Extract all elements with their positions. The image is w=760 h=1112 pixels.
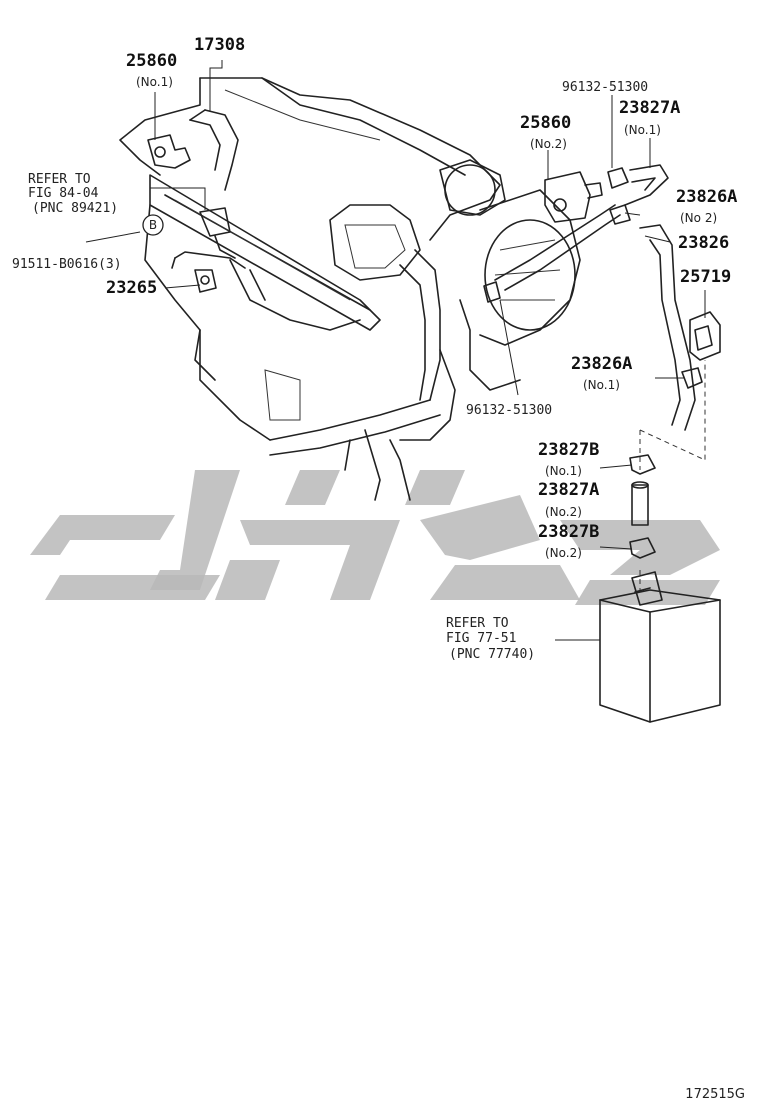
part-number: 91511-B0616(3) <box>12 257 122 272</box>
watermark-logo <box>30 470 720 605</box>
part-number: 25860 <box>520 113 571 133</box>
part-sub: (No.1) <box>624 123 661 137</box>
label-23826A-no2: 23826A (No 2) <box>676 187 737 225</box>
part-number: 23827A <box>619 98 680 118</box>
label-96132-mid: 96132-51300 <box>466 403 552 418</box>
sensor-23265 <box>194 269 217 293</box>
engine-assembly <box>119 77 621 501</box>
label-25719: 25719 <box>680 267 731 287</box>
label-91511: 91511-B0616(3) <box>12 257 122 272</box>
label-23826: 23826 <box>678 233 729 253</box>
label-refer-89421: REFER TO FIG 84-04 (PNC 89421) <box>28 172 118 216</box>
part-number: 23826A <box>571 354 632 374</box>
part-number: 23827B <box>538 522 599 542</box>
label-23827B-no2: 23827B (No.2) <box>538 522 599 560</box>
part-sub: (No.2) <box>545 546 582 560</box>
part-number: 17308 <box>194 35 245 55</box>
part-number: 23265 <box>106 278 157 298</box>
part-sub: (No.1) <box>583 378 620 392</box>
label-23826A-no1: 23826A (No.1) <box>571 354 632 392</box>
ref-line2: FIG 77-51 <box>446 631 516 646</box>
badge-b: B <box>142 214 164 236</box>
ref-line3: (PNC 77740) <box>449 647 535 662</box>
part-sub: (No.2) <box>545 505 582 519</box>
ref-line1: REFER TO <box>446 616 509 631</box>
clamp-96132-mid <box>483 281 501 303</box>
part-number: 25860 <box>126 51 177 71</box>
part-number: 23826 <box>678 233 729 253</box>
part-sub: (No.2) <box>530 137 567 151</box>
label-23827B-no1: 23827B (No.1) <box>538 440 599 478</box>
dashed-guide <box>639 360 706 590</box>
clamp-23827B-no2 <box>629 537 656 559</box>
part-sub: (No 2) <box>680 211 717 225</box>
clamp-96132-top <box>607 167 629 189</box>
clamp-23826A-no2 <box>609 204 631 225</box>
vsv-valve-no2 <box>544 171 603 223</box>
part-number: 96132-51300 <box>562 80 648 95</box>
label-25860-no1: 25860 (No.1) <box>126 51 177 89</box>
part-sub: (No.1) <box>545 464 582 478</box>
vsv-valve-no1 <box>147 134 191 169</box>
hose-23826 <box>639 224 696 431</box>
label-23827A-no1: 23827A (No.1) <box>619 98 680 137</box>
clamp-23827B-no1 <box>629 454 656 475</box>
hose-23827A-no1 <box>624 164 669 206</box>
label-17308: 17308 <box>194 35 245 55</box>
label-23265: 23265 <box>106 278 157 298</box>
part-number: 96132-51300 <box>466 403 552 418</box>
valve-25719 <box>689 311 721 361</box>
ref-line1: REFER TO <box>28 172 91 187</box>
charcoal-canister <box>599 571 721 723</box>
label-refer-77740: REFER TO FIG 77-51 (PNC 77740) <box>446 616 535 662</box>
hose-23827A-no2 <box>631 481 649 526</box>
ref-line3: (PNC 89421) <box>32 201 118 216</box>
clamp-23826A-no1 <box>681 367 703 389</box>
label-23827A-no2: 23827A (No.2) <box>538 480 599 519</box>
leader-lines <box>85 60 706 641</box>
part-number: 23827B <box>538 440 599 460</box>
bracket-and-clamps <box>171 207 246 269</box>
badge-b-letter: B <box>149 218 157 232</box>
label-96132-top: 96132-51300 <box>562 80 648 95</box>
part-number: 23827A <box>538 480 599 500</box>
part-number: 23826A <box>676 187 737 207</box>
ref-line2: FIG 84-04 <box>28 186 99 201</box>
label-25860-no2: 25860 (No.2) <box>520 113 571 151</box>
figure-code: 172515G <box>685 1087 745 1102</box>
part-number: 25719 <box>680 267 731 287</box>
hose-17308 <box>189 109 239 191</box>
part-sub: (No.1) <box>136 75 173 89</box>
